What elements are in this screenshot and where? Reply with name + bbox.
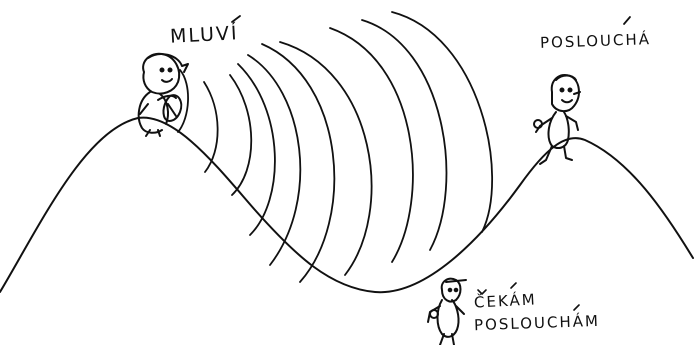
waiting-label-line2: POSLOUCHÁM (474, 314, 600, 333)
waiting-label-accent-2 (574, 305, 579, 310)
sound-wave-9 (362, 20, 446, 250)
waiting-label-accent-1 (511, 283, 516, 288)
sound-waves (178, 12, 492, 282)
sound-wave-2 (204, 82, 218, 172)
sound-wave-8 (330, 28, 413, 262)
speaker-label: MLUVÍ (170, 24, 239, 47)
listener-label-accent (624, 17, 630, 24)
sound-wave-3 (230, 75, 251, 195)
sound-wave-7 (280, 42, 372, 275)
waiting-figure (428, 279, 466, 345)
listener-figure (534, 75, 580, 164)
hill-wave-line (0, 118, 693, 293)
listener-label: POSLOUCHÁ (540, 32, 651, 51)
sound-wave-4 (238, 64, 275, 235)
sound-wave-6 (262, 44, 334, 282)
speaker-figure (139, 54, 188, 136)
waiting-label-line1: ČEKÁM (474, 292, 537, 310)
speaker-label-accent (232, 16, 240, 22)
